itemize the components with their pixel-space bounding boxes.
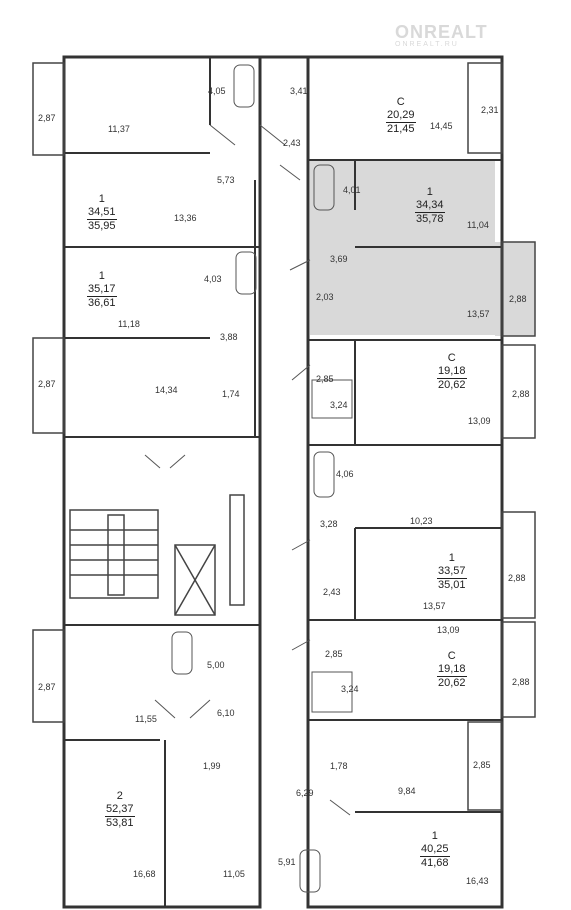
apartment-label: 1 35,17 36,61 — [87, 270, 117, 309]
apartment-label: 2 52,37 53,81 — [105, 790, 135, 829]
room-area: 11,55 — [135, 714, 157, 724]
room-area: 3,24 — [330, 400, 348, 410]
room-area: 16,68 — [133, 869, 156, 879]
interior-walls — [64, 57, 502, 907]
apartment-label: 1 33,57 35,01 — [437, 552, 467, 591]
room-area: 11,04 — [467, 220, 489, 230]
room-area: 2,88 — [509, 294, 527, 304]
room-area: 2,88 — [512, 677, 530, 687]
room-area: 13,09 — [437, 625, 460, 635]
room-area: 4,03 — [204, 274, 222, 284]
room-area: 3,69 — [330, 254, 348, 264]
room-area: 1,74 — [222, 389, 240, 399]
apartment-label: 1 34,51 35,95 — [87, 193, 117, 232]
room-area: 11,18 — [118, 319, 140, 329]
room-area: 6,10 — [217, 708, 235, 718]
room-area: 10,23 — [410, 516, 433, 526]
stairwell — [69, 494, 245, 616]
room-area: 3,24 — [341, 684, 359, 694]
balconies — [32, 62, 536, 811]
room-area: 9,84 — [398, 786, 416, 796]
room-area: 4,06 — [336, 469, 354, 479]
room-area: 3,28 — [320, 519, 338, 529]
room-area: 5,00 — [207, 660, 225, 670]
room-area: 13,57 — [467, 309, 490, 319]
room-area: 13,09 — [468, 416, 491, 426]
room-area: 11,05 — [223, 869, 245, 879]
room-area: 13,36 — [174, 213, 197, 223]
room-area: 14,34 — [155, 385, 178, 395]
room-area: 5,73 — [217, 175, 235, 185]
room-area: 2,85 — [325, 649, 343, 659]
room-area: 2,85 — [473, 760, 491, 770]
bath-fixtures — [171, 64, 353, 893]
apartment-label: 1 40,25 41,68 — [420, 830, 450, 869]
apartment-label: С 19,18 20,62 — [437, 352, 467, 391]
room-area: 16,43 — [466, 876, 489, 886]
watermark-tagline: ONREALT.RU — [395, 41, 459, 48]
room-area: 6,29 — [296, 788, 314, 798]
room-area: 2,43 — [323, 587, 341, 597]
watermark-brand: ONREALT — [395, 22, 488, 42]
room-area: 2,43 — [283, 138, 301, 148]
room-area: 2,85 — [316, 374, 334, 384]
doors — [144, 124, 351, 816]
room-area: 2,88 — [512, 389, 530, 399]
room-area: 5,91 — [278, 857, 296, 867]
room-area: 3,88 — [220, 332, 238, 342]
apartment-label: С 20,29 21,45 — [386, 96, 416, 135]
apartment-label: 1 34,34 35,78 — [415, 186, 445, 225]
room-area: 1,78 — [330, 761, 348, 771]
room-area: 2,87 — [38, 113, 56, 123]
room-area: 11,37 — [108, 124, 130, 134]
room-area: 13,57 — [423, 601, 446, 611]
outer-walls — [62, 55, 504, 909]
room-area: 2,87 — [38, 682, 56, 692]
room-area: 2,03 — [316, 292, 334, 302]
room-area: 4,05 — [208, 86, 226, 96]
room-area: 14,45 — [430, 121, 453, 131]
room-area: 4,01 — [343, 185, 361, 195]
apartment-label: С 19,18 20,62 — [437, 650, 467, 689]
watermark: ONREALT ONREALT.RU — [395, 22, 488, 48]
room-area: 3,41 — [290, 86, 308, 96]
room-area: 2,87 — [38, 379, 56, 389]
room-area: 2,31 — [481, 105, 499, 115]
room-area: 2,88 — [508, 573, 526, 583]
room-area: 1,99 — [203, 761, 221, 771]
